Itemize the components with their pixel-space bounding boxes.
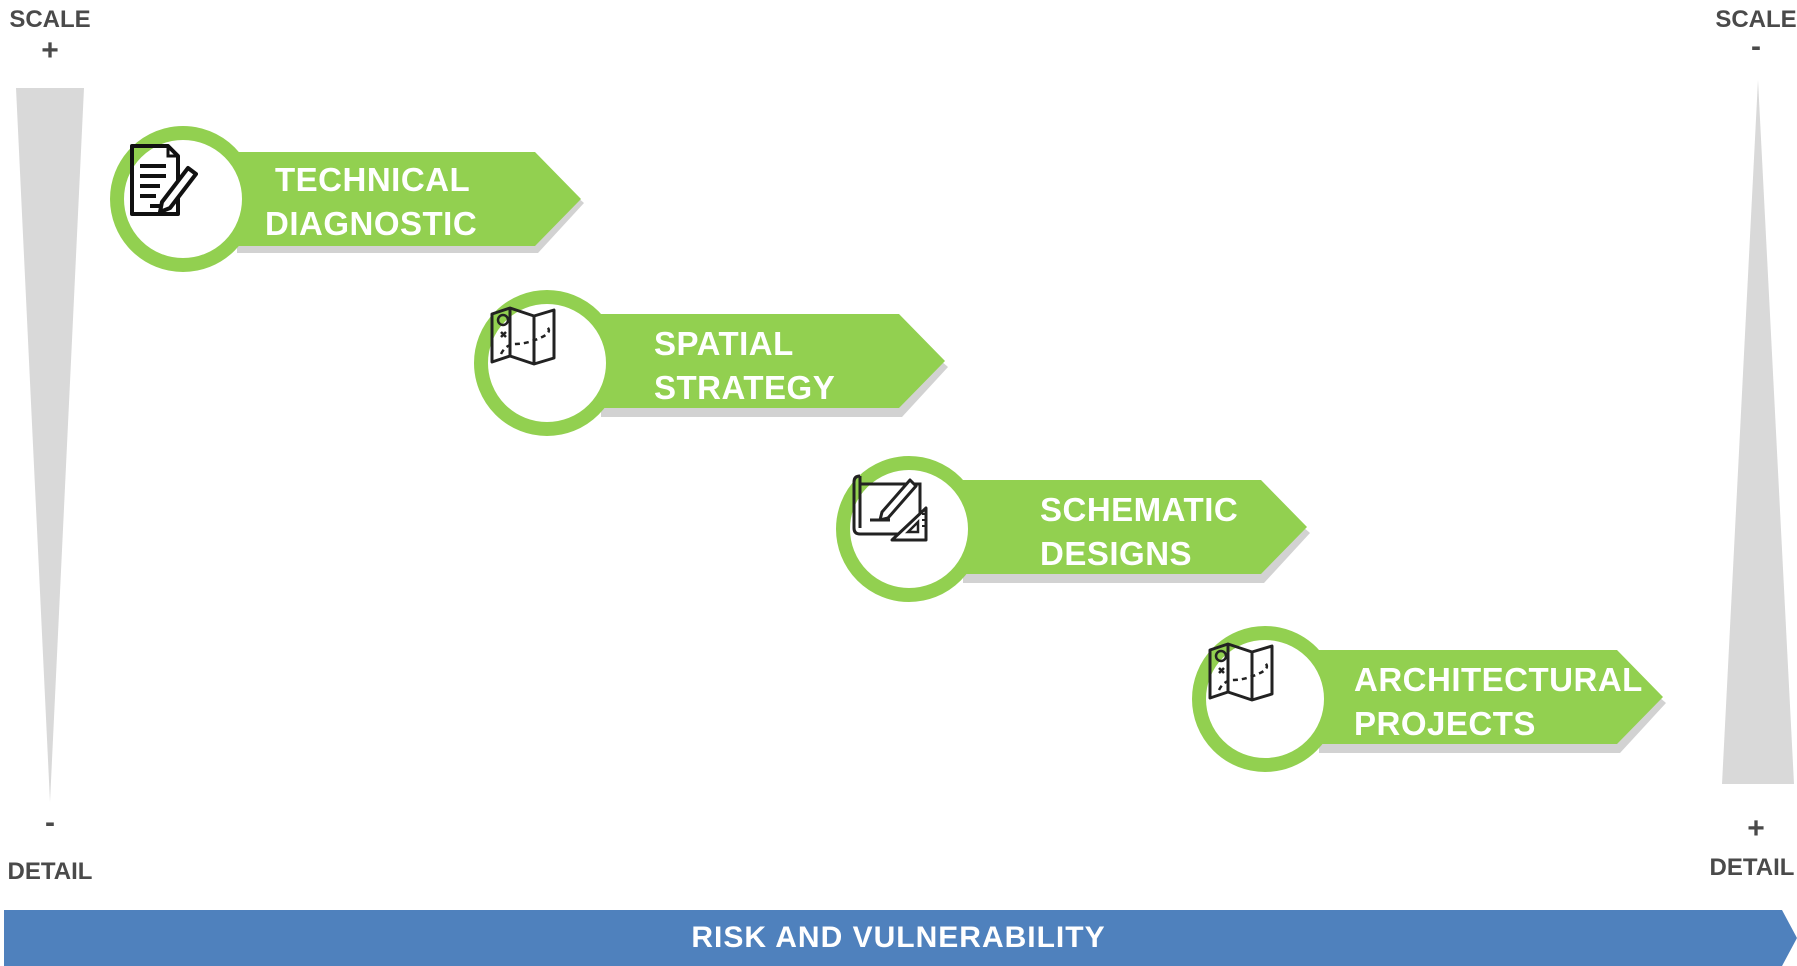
step-label: ARCHITECTURAL PROJECTS	[1354, 658, 1643, 746]
left-detail-title: DETAIL	[7, 858, 93, 885]
right-detail-plus-sign: +	[1747, 812, 1765, 845]
step-label: SPATIAL STRATEGY	[654, 322, 835, 410]
step-icon-circle	[110, 126, 256, 272]
bar-label: RISK AND VULNERABILITY	[691, 921, 1106, 954]
step-label-line2: DIAGNOSTIC	[265, 205, 478, 242]
left-scale-title: SCALE	[9, 6, 91, 33]
step-label-line1: TECHNICAL	[275, 161, 471, 198]
left-scale-wedge	[16, 88, 84, 802]
right-scale-minus-sign: -	[1751, 30, 1761, 63]
step-technical-diagnostic: TECHNICAL DIAGNOSTIC	[110, 126, 590, 276]
step-icon-circle	[836, 456, 982, 602]
step-label-line2: STRATEGY	[654, 369, 836, 406]
step-architectural-projects: ARCHITECTURAL PROJECTS	[1192, 626, 1672, 776]
step-label: SCHEMATIC DESIGNS	[1040, 488, 1238, 576]
step-label-line1: ARCHITECTURAL	[1354, 661, 1643, 698]
step-label-line1: SPATIAL	[654, 325, 794, 362]
step-label-line2: DESIGNS	[1040, 535, 1193, 572]
bar-arrow-shape	[4, 910, 1797, 966]
step-label-line1: SCHEMATIC	[1040, 491, 1239, 528]
right-scale-title: SCALE	[1715, 6, 1797, 33]
risk-vulnerability-bar: RISK AND VULNERABILITY	[0, 910, 1797, 966]
step-arrow-shape	[234, 152, 584, 253]
step-label-line2: PROJECTS	[1354, 705, 1536, 742]
step-spatial-strategy: SPATIAL STRATEGY	[474, 290, 954, 440]
step-icon-circle	[474, 290, 620, 436]
step-label: TECHNICAL DIAGNOSTIC	[265, 158, 477, 246]
right-detail-title: DETAIL	[1709, 854, 1795, 881]
step-arrow-shape	[960, 480, 1310, 583]
step-schematic-designs: SCHEMATIC DESIGNS	[836, 456, 1316, 606]
step-arrow-shape	[598, 314, 948, 417]
step-icon-circle	[1192, 626, 1338, 772]
left-detail-minus-sign: -	[45, 806, 55, 839]
step-arrow-shape	[1316, 650, 1666, 753]
left-scale-plus-sign: +	[41, 34, 59, 67]
right-scale-wedge	[1722, 80, 1794, 784]
